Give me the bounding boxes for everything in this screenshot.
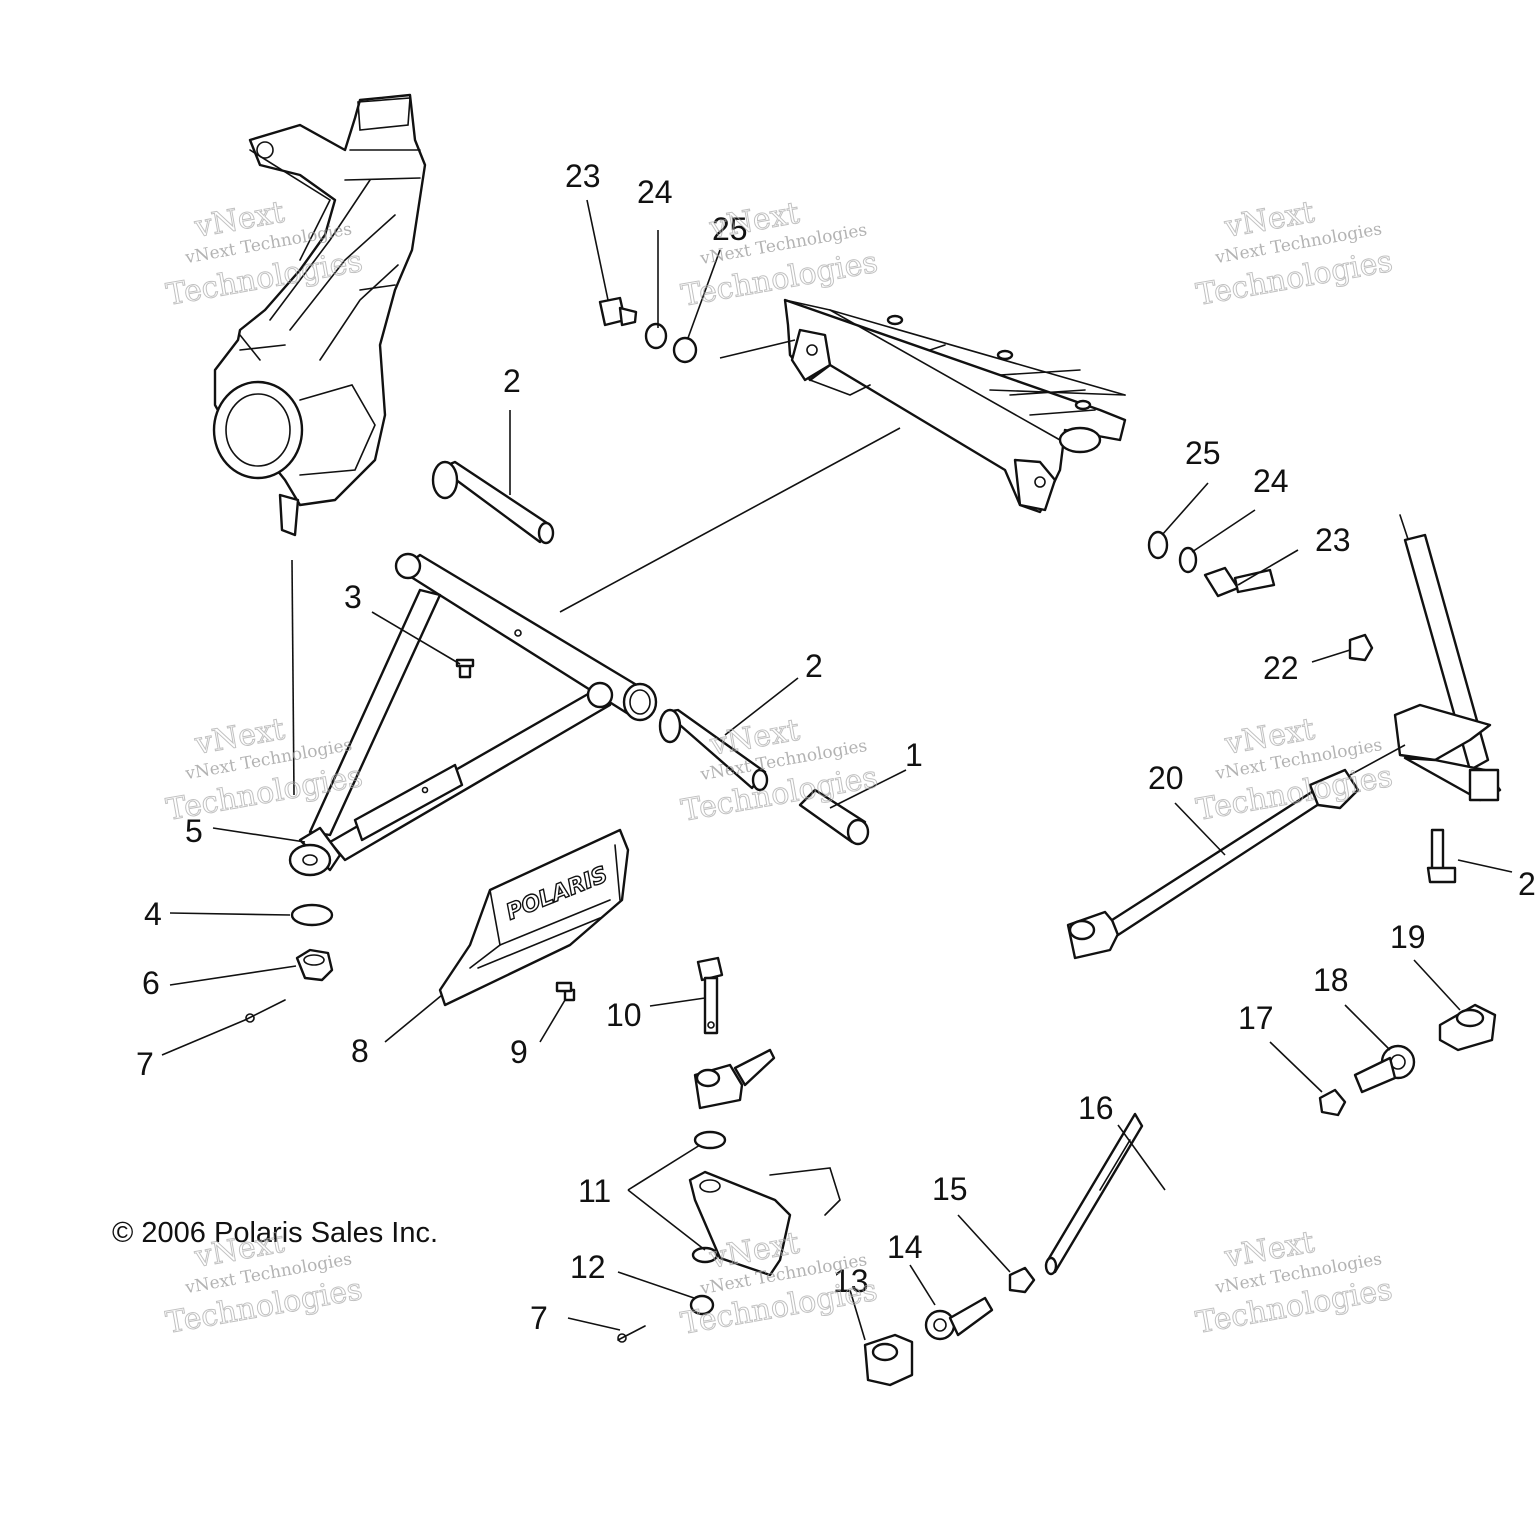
callout-5: 5: [185, 813, 203, 849]
knuckle-assembly-line: [291, 559, 295, 796]
callout-12: 12: [570, 1249, 606, 1285]
rod-end-housing: [863, 1333, 914, 1387]
watermark-top-right: vNext vNext Technologies Technologies: [1193, 194, 1396, 313]
callout-1: 1: [905, 737, 923, 773]
frame-mount-line-center: [559, 427, 901, 613]
washer-lower: [691, 1246, 719, 1264]
callout-2: 2: [503, 363, 521, 399]
pivot-tube: [798, 788, 870, 846]
callout-20: 20: [1148, 760, 1184, 796]
washer-upper: [693, 1130, 727, 1150]
watermark-top-left: vNext vNext Technologies Technologies: [163, 194, 366, 313]
callout-14: 14: [887, 1229, 923, 1265]
frame-crossmember: [783, 298, 1127, 514]
tie-rod-end-center: [693, 1048, 776, 1110]
watermark-bottom-right: vNext vNext Technologies Technologies: [1193, 1224, 1396, 1341]
jam-nut-right: [1318, 1088, 1347, 1117]
callout-25: 25: [712, 211, 748, 247]
callout-22: 22: [1263, 650, 1299, 686]
washer-flat-right: [1147, 530, 1169, 560]
callout-3: 3: [344, 579, 362, 615]
cotter-pin-left: [244, 999, 286, 1023]
callout-17: 17: [1238, 1000, 1274, 1036]
steering-arm-bracket: [688, 1167, 841, 1277]
lock-washer-left: [644, 322, 668, 350]
callout-19: 19: [1390, 919, 1426, 955]
watermark-middle-center: vNext vNext Technologies Technologies: [678, 712, 881, 829]
callout-23: 23: [1315, 522, 1351, 558]
bolt: [696, 956, 724, 1035]
bolt-right: [1203, 566, 1276, 598]
washer-flat-left: [672, 336, 698, 364]
grease-fitting: [455, 658, 475, 679]
jam-nut-left: [1008, 1266, 1036, 1294]
cotter-pin-right: [617, 1325, 646, 1343]
callout-23: 23: [565, 158, 601, 194]
copyright-notice: © 2006 Polaris Sales Inc.: [112, 1217, 438, 1249]
bushing-lower: [658, 708, 769, 792]
ball-joint-outer: [1353, 1044, 1416, 1094]
a-arm: [288, 552, 658, 877]
lock-washer-right: [1178, 546, 1198, 574]
callout-21: 2: [1518, 866, 1536, 902]
callout-9: 9: [510, 1034, 528, 1070]
tie-rod: [1044, 1112, 1144, 1276]
callout-24: 24: [637, 174, 673, 210]
bolt-left: [598, 296, 638, 327]
rod-end-housing-outer: [1438, 1003, 1497, 1052]
castle-nut-lower: [689, 1294, 715, 1316]
callout-11: 11: [578, 1173, 611, 1209]
callout-2: 2: [805, 648, 823, 684]
callout-labels: 23 24 25 2 3 2 1 5 4 6 7 8 9 10 11 12 7 …: [136, 158, 1536, 1336]
callout-4: 4: [144, 896, 162, 932]
tie-rod-assembly: [1066, 768, 1360, 960]
callout-7: 7: [530, 1300, 548, 1336]
castle-nut: [295, 948, 334, 982]
callout-18: 18: [1313, 962, 1349, 998]
callout-15: 15: [932, 1171, 968, 1207]
callout-25: 25: [1185, 435, 1221, 471]
ball-joint: [924, 1296, 994, 1341]
watermark-top-center: vNext vNext Technologies Technologies: [678, 195, 881, 314]
washer: [290, 903, 334, 927]
nut: [1348, 633, 1374, 662]
guard-screw: [555, 981, 576, 1002]
callout-6: 6: [142, 965, 160, 1001]
callout-13: 13: [833, 1263, 869, 1299]
steering-post: [1393, 514, 1502, 802]
bushing-upper: [431, 460, 555, 545]
a-arm-guard: POLARIS: [438, 828, 630, 1007]
callout-16: 16: [1078, 1090, 1114, 1126]
watermark-middle-right: vNext vNext Technologies Technologies: [1193, 711, 1396, 828]
leader-lines: [161, 199, 1513, 1341]
frame-mount-line-left: [719, 339, 796, 359]
callout-7: 7: [136, 1046, 154, 1082]
steering-knuckle: [212, 93, 427, 537]
callout-10: 10: [606, 997, 642, 1033]
pitman-line: [1349, 744, 1406, 776]
callout-24: 24: [1253, 463, 1289, 499]
callout-8: 8: [351, 1033, 369, 1069]
watermark-bottom-center: vNext vNext Technologies Technologies: [678, 1225, 881, 1342]
pitman-bolt: [1426, 828, 1457, 884]
